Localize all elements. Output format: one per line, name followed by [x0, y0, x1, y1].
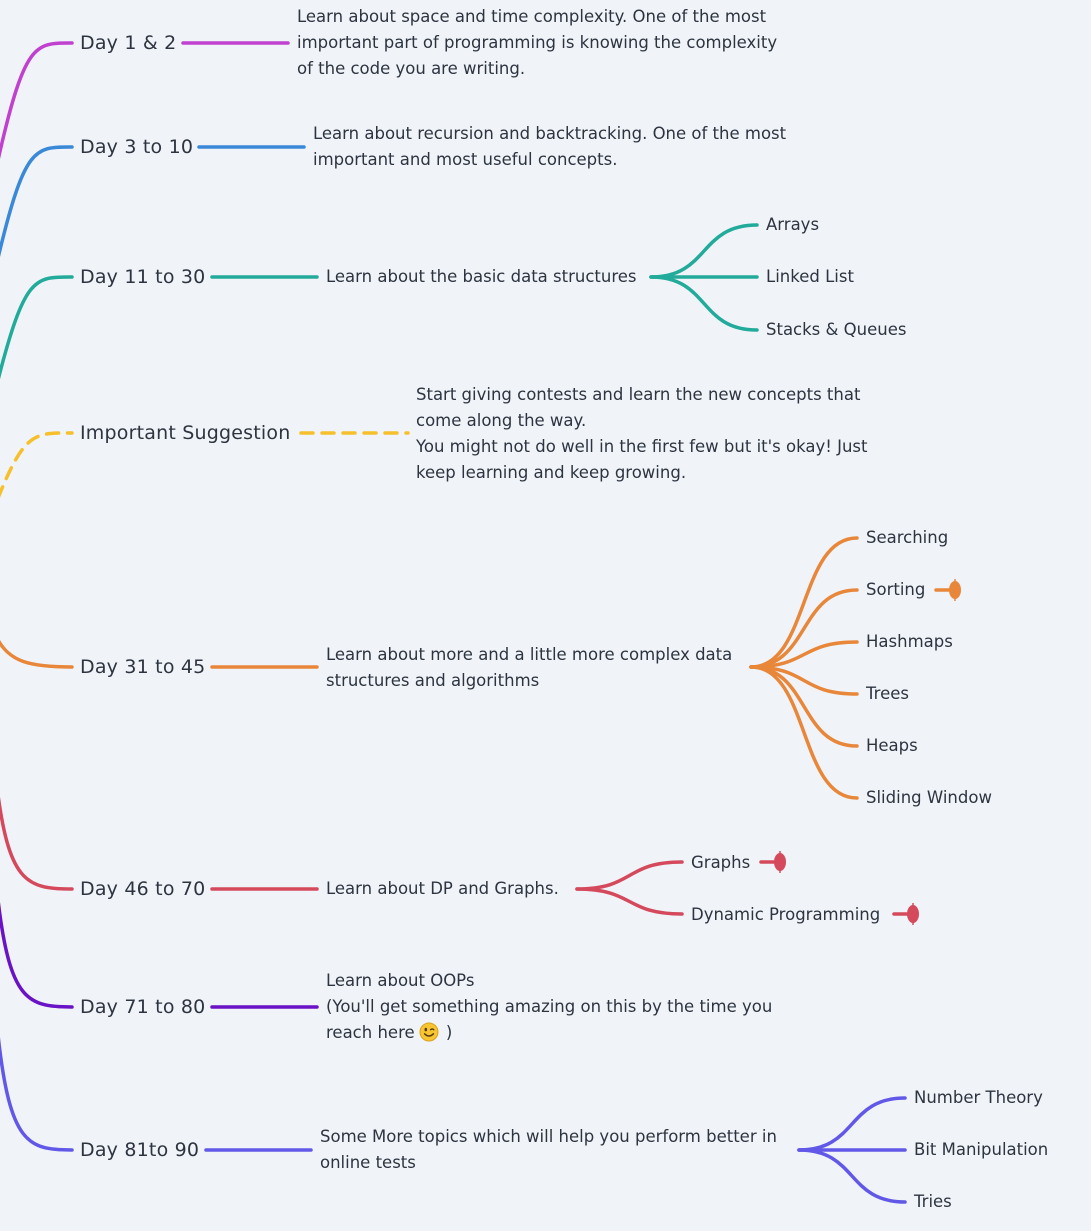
day-46-70-child-connector-0 [575, 860, 684, 891]
leaf-bit-manipulation[interactable]: Bit Manipulation [914, 1140, 1049, 1159]
description-suffix: ) [440, 1023, 453, 1042]
day-3-10-root-curve [0, 145, 74, 258]
day-31-45-child-connector-0 [749, 536, 859, 669]
branch-day-11-30-title[interactable]: Day 11 to 30 [80, 266, 206, 288]
branch-day-1-2-description[interactable]: Learn about space and time complexity. O… [297, 7, 778, 78]
branch-day-46-70-title[interactable]: Day 46 to 70 [80, 878, 206, 900]
day-11-30-root-curve [0, 275, 74, 380]
day-46-70-root-curve [0, 796, 74, 891]
day-31-45-child-connector-1 [749, 588, 859, 669]
branch-day-46-70-description[interactable]: Learn about DP and Graphs. [326, 879, 559, 898]
branch-important-suggestion-description[interactable]: Start giving contests and learn the new … [416, 385, 868, 482]
important-suggestion-root-curve [0, 431, 74, 498]
leaf-linked-list[interactable]: Linked List [766, 267, 854, 286]
day-81-90-child-connector-2 [797, 1148, 907, 1204]
branch-day-31-45-description[interactable]: Learn about more and a little more compl… [326, 645, 733, 690]
day-46-70-child-1-collapse-toggle-icon[interactable] [892, 903, 919, 925]
day-81-90-root-curve [0, 1036, 74, 1152]
day-11-30-child-connector-2 [649, 275, 759, 332]
leaf-heaps[interactable]: Heaps [866, 736, 918, 755]
day-71-80-root-curve [0, 901, 74, 1009]
day-11-30-child-connector-0 [649, 223, 759, 279]
branch-important-suggestion-title[interactable]: Important Suggestion [80, 422, 291, 444]
branch-day-81-90-title[interactable]: Day 81to 90 [80, 1139, 200, 1161]
branch-day-71-80-description[interactable]: Learn about OOPs (You'll get something a… [326, 968, 772, 1046]
leaf-dynamic-programming[interactable]: Dynamic Programming [691, 905, 881, 924]
day-46-70-child-0-collapse-toggle-icon[interactable] [759, 851, 786, 873]
branch-day-3-10-title[interactable]: Day 3 to 10 [80, 136, 194, 158]
branch-day-81-90-description[interactable]: Some More topics which will help you per… [320, 1127, 777, 1172]
leaf-hashmaps[interactable]: Hashmaps [866, 632, 953, 651]
day-31-45-root-curve [0, 639, 74, 669]
branch-day-71-80-title[interactable]: Day 71 to 80 [80, 996, 206, 1018]
day-31-45-child-1-collapse-toggle-icon[interactable] [934, 579, 961, 601]
leaf-stacks-queues[interactable]: Stacks & Queues [766, 320, 907, 339]
day-1-2-root-curve [0, 41, 74, 160]
leaf-searching[interactable]: Searching [866, 528, 949, 547]
leaf-graphs[interactable]: Graphs [691, 853, 751, 872]
day-31-45-child-connector-5 [749, 665, 859, 800]
day-81-90-child-connector-0 [797, 1096, 907, 1152]
day-46-70-child-connector-1 [575, 887, 684, 916]
leaf-tries[interactable]: Tries [914, 1192, 952, 1211]
leaf-number-theory[interactable]: Number Theory [914, 1088, 1043, 1107]
leaf-arrays[interactable]: Arrays [766, 215, 820, 234]
winking-face-emoji-icon [419, 1022, 439, 1042]
leaf-trees[interactable]: Trees [866, 684, 909, 703]
branch-day-1-2-title[interactable]: Day 1 & 2 [80, 32, 177, 54]
branch-day-11-30-description[interactable]: Learn about the basic data structures [326, 267, 637, 286]
branch-day-3-10-description[interactable]: Learn about recursion and backtracking. … [313, 124, 787, 169]
branch-day-31-45-title[interactable]: Day 31 to 45 [80, 656, 206, 678]
leaf-sliding-window[interactable]: Sliding Window [866, 788, 992, 807]
description-text: Learn about OOPs (You'll get something a… [326, 971, 773, 1042]
leaf-sorting[interactable]: Sorting [866, 580, 926, 599]
day-31-45-child-connector-2 [749, 640, 859, 669]
